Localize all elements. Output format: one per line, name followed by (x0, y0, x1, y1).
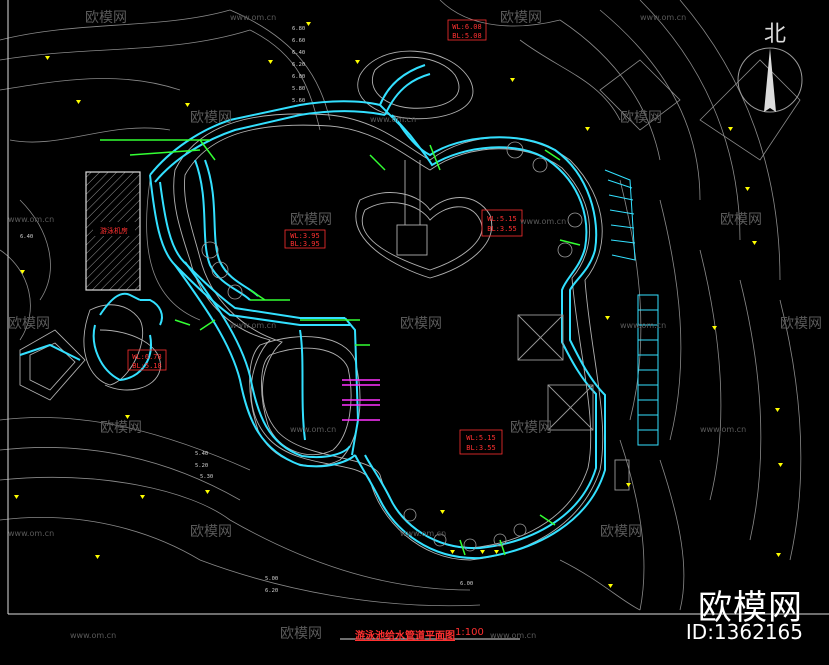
svg-text:www.om.cn: www.om.cn (230, 13, 276, 22)
svg-text:欧模网: 欧模网 (620, 110, 662, 126)
svg-text:欧模网: 欧模网 (85, 10, 127, 26)
svg-text:欧模网: 欧模网 (280, 626, 322, 642)
svg-text:6.00: 6.00 (460, 581, 473, 587)
yellow-markers (14, 22, 783, 588)
svg-text:www.om.cn: www.om.cn (230, 321, 276, 330)
svg-text:www.om.cn: www.om.cn (400, 529, 446, 538)
svg-text:www.om.cn: www.om.cn (8, 215, 54, 224)
svg-text:5.80: 5.80 (292, 86, 305, 92)
pool-left-wl: WL:3.95 (290, 232, 320, 240)
north-arrow-icon (737, 47, 803, 113)
pump-room: 游泳机房 (85, 171, 141, 291)
pool-bottom-wl: WL:5.15 (466, 434, 496, 442)
drawing-scale: 1:100 (455, 627, 484, 638)
svg-text:www.om.cn: www.om.cn (620, 321, 666, 330)
watermark-layer: 欧模网 www.om.cn 欧模网 www.om.cn 欧模网 www.om.c… (8, 10, 822, 642)
branch-lines (100, 139, 581, 556)
svg-text:欧模网: 欧模网 (500, 10, 542, 26)
svg-text:www.om.cn: www.om.cn (520, 217, 566, 226)
svg-text:6.20: 6.20 (292, 62, 305, 68)
svg-text:欧模网: 欧模网 (720, 212, 762, 228)
north-label: 北 (764, 22, 787, 47)
pool-level-labels: WL:3.95 BL:3.95 WL:5.15 BL:3.55 WL:5.15 … (127, 19, 523, 455)
brand-logo-text: 欧模网 (698, 588, 803, 628)
svg-text:www.om.cn: www.om.cn (290, 425, 336, 434)
drawing-title: 游泳池给水管道平面图 (355, 631, 455, 642)
pool-small-bl: BL:5.18 (132, 362, 162, 370)
svg-text:欧模网: 欧模网 (400, 316, 442, 332)
svg-text:www.om.cn: www.om.cn (370, 115, 416, 124)
svg-text:6.40: 6.40 (292, 50, 305, 56)
pool-small-wl: WL:6.78 (132, 353, 162, 361)
svg-text:www.om.cn: www.om.cn (640, 13, 686, 22)
svg-text:5.30: 5.30 (200, 474, 213, 480)
pool-right-bl: BL:3.55 (487, 225, 517, 233)
svg-text:6.00: 6.00 (292, 74, 305, 80)
svg-text:5.20: 5.20 (195, 463, 208, 469)
equipment-boxes (517, 314, 630, 491)
svg-text:欧模网: 欧模网 (600, 524, 642, 540)
svg-text:www.om.cn: www.om.cn (700, 425, 746, 434)
svg-text:www.om.cn: www.om.cn (8, 529, 54, 538)
pool-left-bl: BL:3.95 (290, 240, 320, 248)
svg-text:6.80: 6.80 (292, 26, 305, 32)
svg-text:欧模网: 欧模网 (8, 316, 50, 332)
svg-text:欧模网: 欧模网 (100, 420, 142, 436)
model-id: ID:1362165 (685, 620, 803, 644)
svg-text:欧模网: 欧模网 (510, 420, 552, 436)
svg-text:6.40: 6.40 (20, 234, 33, 240)
svg-text:欧模网: 欧模网 (190, 524, 232, 540)
pool-outer-walls (19, 50, 604, 561)
pool-right-wl: WL:5.15 (487, 215, 517, 223)
pool-top-wl: WL:6.08 (452, 23, 482, 31)
svg-text:5.00: 5.00 (265, 576, 278, 582)
svg-text:5.60: 5.60 (292, 98, 305, 104)
svg-text:欧模网: 欧模网 (190, 110, 232, 126)
terrain-contours (0, 0, 802, 611)
pool-wall-nodes (201, 141, 583, 552)
svg-text:欧模网: 欧模网 (780, 316, 822, 332)
svg-text:6.60: 6.60 (292, 38, 305, 44)
svg-text:欧模网: 欧模网 (290, 212, 332, 228)
steps-right (604, 169, 659, 446)
pool-top-bl: BL:5.08 (452, 32, 482, 40)
pump-room-label: 游泳机房 (100, 226, 128, 235)
svg-text:www.om.cn: www.om.cn (70, 631, 116, 640)
elevation-marks: 6.80 6.60 6.40 6.20 6.00 5.80 5.60 5.40 … (20, 26, 473, 594)
svg-text:6.20: 6.20 (265, 588, 278, 594)
drawing-frame (7, 0, 829, 640)
svg-text:www.om.cn: www.om.cn (490, 631, 536, 640)
magenta-fittings (342, 379, 380, 421)
pool-bottom-bl: BL:3.55 (466, 444, 496, 452)
water-supply-pipes (19, 64, 606, 560)
svg-text:5.40: 5.40 (195, 451, 208, 457)
